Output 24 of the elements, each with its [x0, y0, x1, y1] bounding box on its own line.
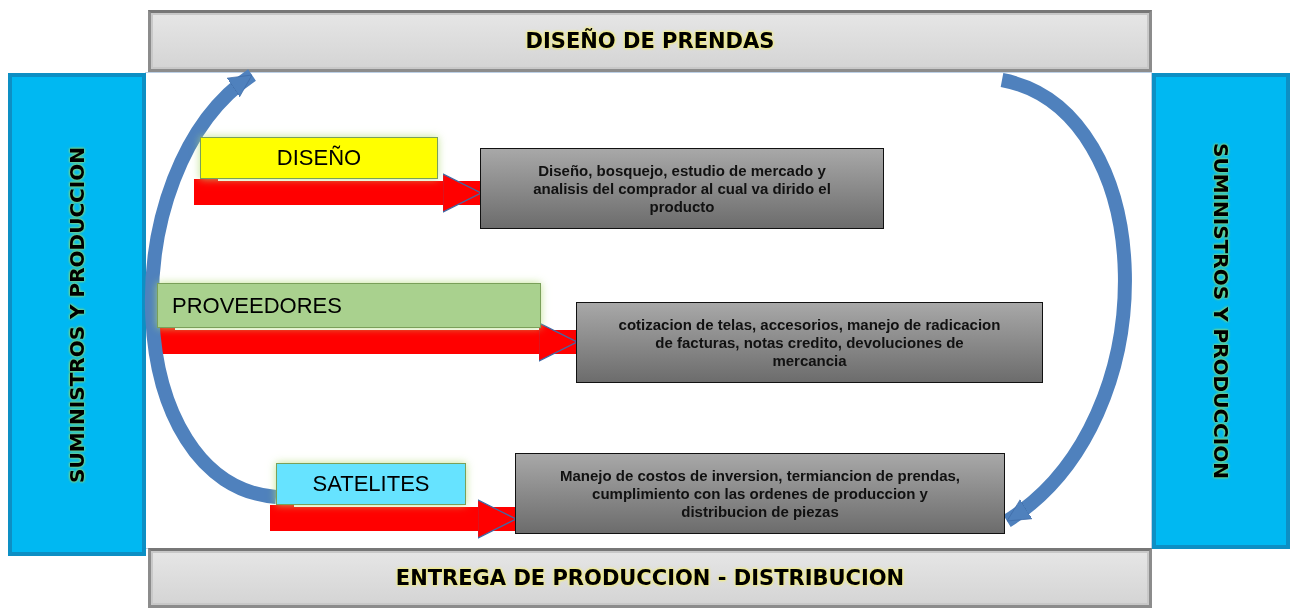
- curved-arrow: [145, 69, 278, 504]
- band-title: SUMINISTROS Y PRODUCCION: [65, 146, 89, 483]
- footer-band: [148, 548, 1152, 608]
- side-band: [1152, 73, 1290, 549]
- box-label: DISEÑO: [276, 145, 362, 171]
- side-band: [8, 73, 146, 556]
- block-arrow: [270, 499, 517, 539]
- label-box: [157, 283, 541, 328]
- description-box: [576, 302, 1043, 383]
- band-title: SUMINISTROS Y PRODUCCION: [1209, 143, 1233, 479]
- description-text: Diseño, bosquejo, estudio de mercado y analisis del comprador al cual va dirido el producto: [532, 161, 832, 216]
- curved-arrow: [999, 73, 1132, 527]
- label-box: [276, 463, 466, 505]
- box-label: SATELITES: [312, 471, 430, 497]
- description-text: Manejo de costos de inversion, termiancion de prendas, cumplimiento con las ordenes de produccion y distribucion de piezas: [558, 466, 962, 521]
- box-label: PROVEEDORES: [172, 292, 342, 319]
- band-title: ENTREGA DE PRODUCCION - DISTRIBUCION: [395, 566, 905, 590]
- description-box: [515, 453, 1005, 534]
- band-title: DISEÑO DE PRENDAS: [525, 29, 775, 53]
- label-box: [200, 137, 438, 179]
- description-box: [480, 148, 884, 229]
- description-text: cotizacion de telas, accesorios, manejo de radicacion de facturas, notas credito, devoluciones de mercancia: [617, 315, 1002, 370]
- block-arrow: [194, 173, 482, 213]
- header-band: [148, 10, 1152, 72]
